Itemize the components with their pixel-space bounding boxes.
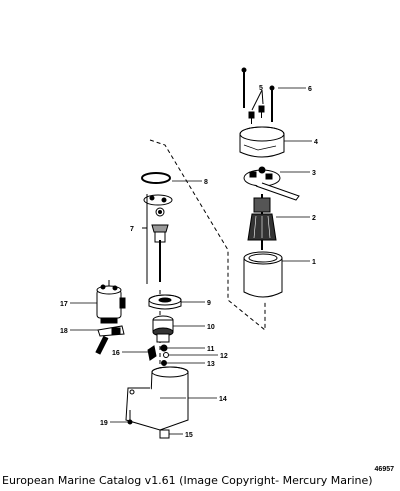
shift-lever bbox=[147, 345, 157, 361]
callout-7: 7 bbox=[130, 226, 134, 233]
callout-9: 9 bbox=[207, 300, 211, 307]
callout-labels: 1 2 3 4 5 6 7 8 9 10 11 12 13 14 15 16 1… bbox=[60, 85, 318, 439]
gear bbox=[148, 294, 182, 310]
drive-assembly bbox=[152, 315, 174, 343]
callout-4: 4 bbox=[314, 139, 318, 146]
callout-19: 19 bbox=[100, 420, 108, 427]
callout-10: 10 bbox=[207, 324, 215, 331]
o-ring bbox=[141, 172, 171, 184]
bushing bbox=[159, 429, 170, 439]
washer-12 bbox=[163, 352, 169, 358]
image-caption: European Marine Catalog v1.61 (Image Cop… bbox=[2, 474, 373, 487]
callout-6: 6 bbox=[308, 86, 312, 93]
callout-15: 15 bbox=[185, 432, 193, 439]
assembly-dashed-line bbox=[149, 139, 266, 332]
armature bbox=[247, 194, 277, 250]
ring-13 bbox=[161, 360, 167, 366]
callout-16: 16 bbox=[112, 350, 120, 357]
mounting-bolt bbox=[127, 410, 133, 425]
callout-1: 1 bbox=[312, 259, 316, 266]
drive-end-assembly bbox=[143, 194, 173, 282]
solenoid bbox=[96, 280, 126, 324]
field-frame bbox=[243, 251, 283, 298]
drive-housing bbox=[125, 366, 189, 431]
callout-3: 3 bbox=[312, 170, 316, 177]
leader-lines bbox=[70, 87, 312, 435]
lever-link bbox=[95, 325, 125, 355]
end-cap bbox=[239, 126, 285, 158]
callout-11: 11 bbox=[207, 346, 215, 353]
retainer-11 bbox=[160, 344, 168, 352]
brush-plate bbox=[243, 166, 300, 201]
callout-12: 12 bbox=[220, 353, 228, 360]
callout-14: 14 bbox=[219, 396, 227, 403]
callout-13: 13 bbox=[207, 361, 215, 368]
figure-number: 46957 bbox=[374, 466, 394, 473]
callout-2: 2 bbox=[312, 215, 316, 222]
callout-8: 8 bbox=[204, 179, 208, 186]
through-bolts bbox=[241, 67, 275, 122]
screws bbox=[248, 89, 265, 124]
callout-18: 18 bbox=[60, 328, 68, 335]
callout-17: 17 bbox=[60, 301, 68, 308]
callout-5: 5 bbox=[259, 85, 263, 92]
